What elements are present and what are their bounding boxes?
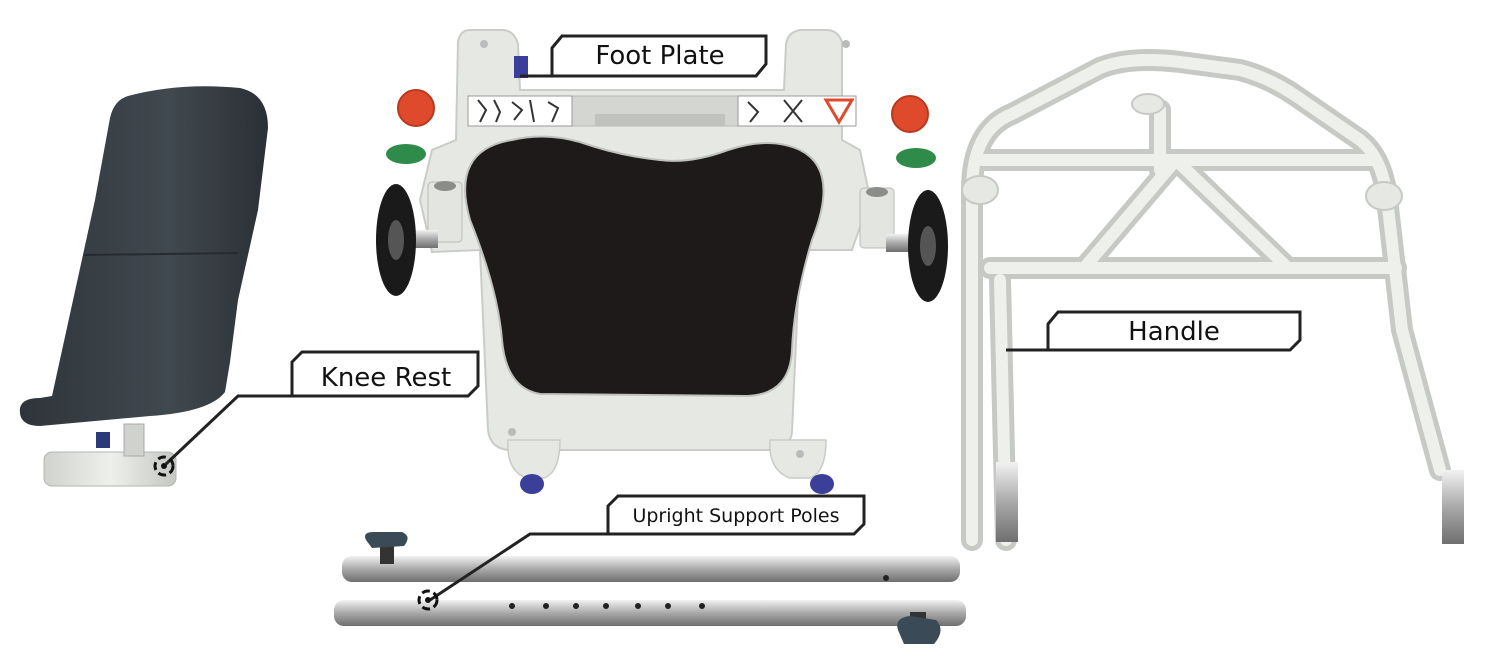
label-upright-support-poles: Upright Support Poles xyxy=(632,505,839,527)
callout-foot-plate: Foot Plate xyxy=(520,34,768,78)
foot-plate-part xyxy=(376,29,948,494)
knee-rest-pad xyxy=(19,86,269,426)
target-marker-icon xyxy=(417,589,439,611)
knee-rest-mount-tube xyxy=(43,451,177,487)
green-button-left xyxy=(386,144,426,164)
green-button-right xyxy=(896,148,936,168)
callout-handle: Handle xyxy=(1006,310,1302,352)
red-button-left xyxy=(397,89,435,127)
handle-part xyxy=(961,49,1464,551)
label-handle: Handle xyxy=(1128,317,1220,347)
knee-rest-part xyxy=(19,86,269,487)
upright-support-poles-part xyxy=(334,532,966,644)
warning-triangle-icon xyxy=(823,98,855,125)
support-pole-top xyxy=(342,556,960,582)
label-knee-rest: Knee Rest xyxy=(321,363,451,393)
caster-wheel-front-right xyxy=(810,474,834,494)
red-button-right xyxy=(891,95,929,133)
foot-plate-pad xyxy=(464,135,825,398)
label-foot-plate: Foot Plate xyxy=(595,41,724,71)
callout-upright-support-poles: Upright Support Poles xyxy=(417,494,866,611)
callout-knee-rest: Knee Rest xyxy=(153,350,480,477)
knob-icon-top xyxy=(365,532,408,564)
knob-icon-bottom xyxy=(897,612,941,644)
target-marker-icon xyxy=(153,455,175,477)
support-pole-bottom xyxy=(334,600,966,626)
caster-wheel-front-left xyxy=(520,474,544,494)
